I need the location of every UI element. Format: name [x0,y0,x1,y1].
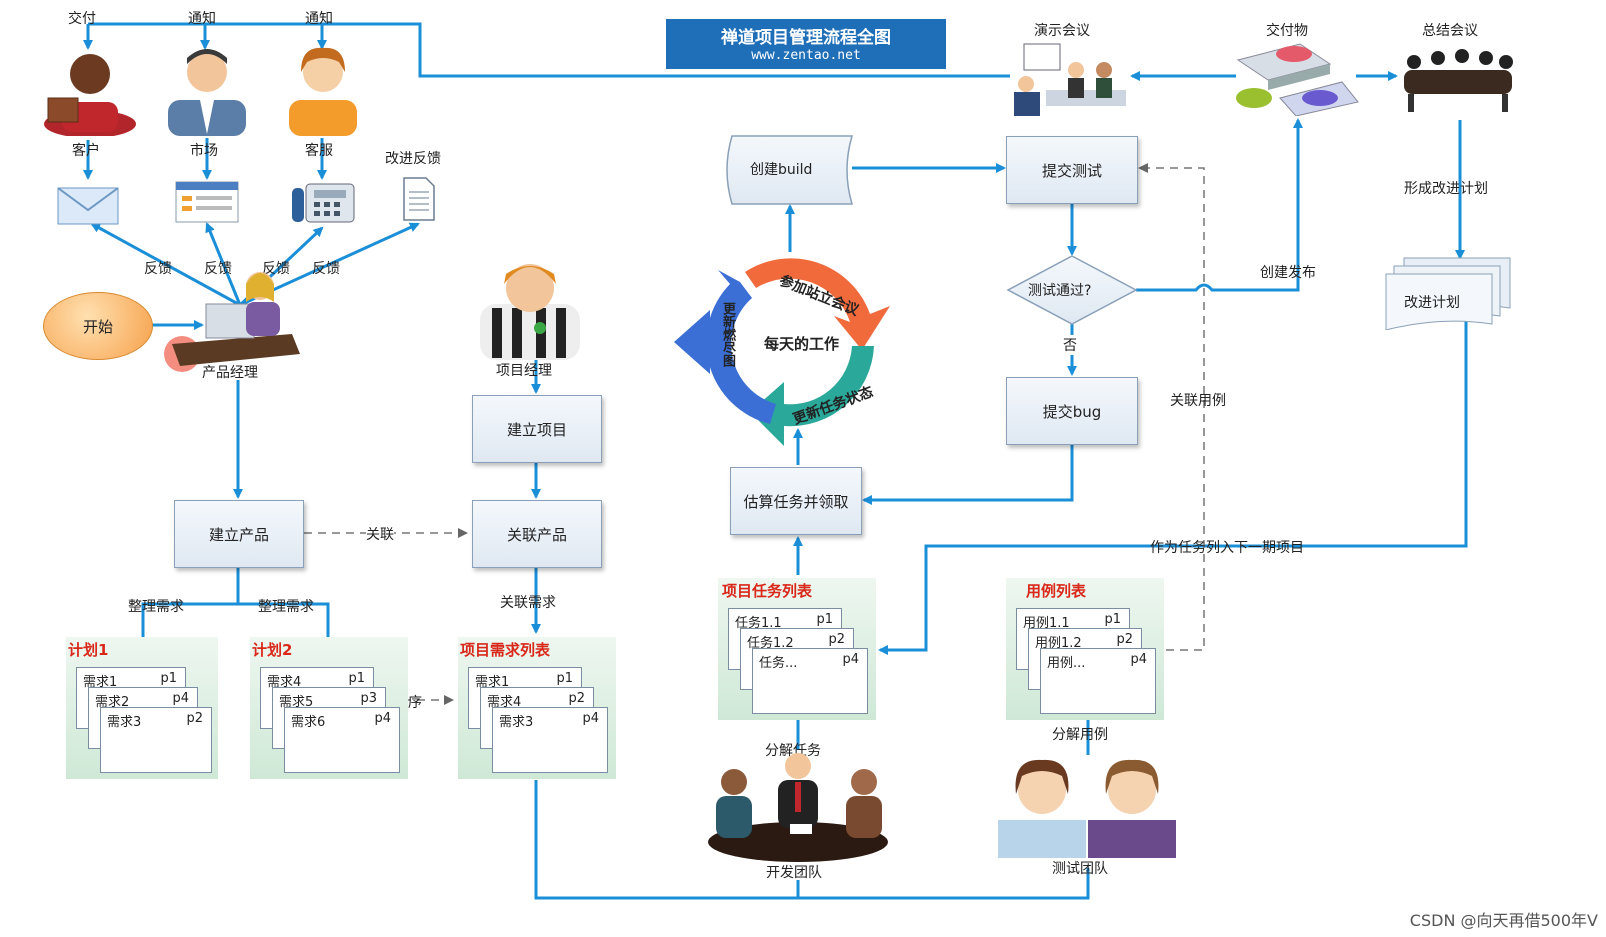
cycle-segment-teal [750,346,874,446]
connector-release [1136,118,1303,292]
create-product-box: 建立产品 [174,500,304,568]
label-test-team: 测试团队 [1052,861,1108,877]
label-feedback-1: 反馈 [144,261,172,277]
label-customer: 客户 [72,143,100,159]
label-link-req: 关联需求 [500,595,556,611]
document-icon [403,177,435,221]
label-feedback-4: 反馈 [312,261,340,277]
cycle-segment-blue [706,270,776,424]
product-manager-icon [164,272,300,372]
label-improve-feedback: 改进反馈 [385,151,441,167]
improve-plan-label: 改进计划 [1404,295,1460,311]
build-shape [726,135,854,205]
dev-team-icon [708,753,888,862]
label-demo-meeting: 演示会议 [1034,23,1090,39]
plan-title: 计划1 [68,641,109,659]
estimate-task-box: 估算任务并领取 [730,467,862,535]
label-feedback-3: 反馈 [262,261,290,277]
label-project-manager: 项目经理 [496,363,552,379]
label-notify-1: 通知 [188,11,216,27]
label-deliver: 交付 [68,11,96,27]
plan-title: 项目任务列表 [722,582,813,600]
label-link: 关联 [366,524,394,544]
mail-icon [57,187,119,225]
label-service: 客服 [305,143,333,159]
test-pass-label: 测试通过? [1028,283,1092,299]
label-no: 否 [1063,335,1077,355]
plan-title: 计划2 [252,641,293,659]
start-node: 开始 [43,292,153,360]
deliverables-icon [1236,43,1359,116]
daily-cycle [674,258,890,446]
link-product-box: 关联产品 [472,500,602,568]
submit-bug-box: 提交bug [1006,377,1138,445]
customer-icon [44,54,136,136]
connector-feedback-1 [90,222,241,307]
cycle-segment-red [745,258,890,350]
list-item: 任务...p4 [752,648,868,714]
label-product-manager: 产品经理 [202,365,258,381]
create-project-box: 建立项目 [472,395,602,463]
label-feedback-2: 反馈 [204,261,232,277]
label-link-case: 关联用例 [1170,393,1226,409]
label-dev-team: 开发团队 [766,865,822,881]
label-notify-2: 通知 [305,11,333,27]
title-banner: 禅道项目管理流程全图 www.zentao.net [666,19,946,69]
label-market: 市场 [190,143,218,159]
connector-dashed-case [1138,163,1205,651]
cycle-segment-label-burndown: 更新燃尽图 [720,302,735,367]
connector-bug-estimate [862,443,1074,505]
label-organize-2: 整理需求 [258,599,314,615]
phone-icon [292,183,355,223]
label-next-project: 作为任务列入下一期项目 [1150,540,1304,556]
connector-bottom-loop [534,780,1090,900]
project-manager-icon [480,264,580,360]
connector-feedback-2 [205,222,242,306]
cycle-blue-arrowhead [674,310,710,374]
label-summary-meeting: 总结会议 [1422,23,1478,39]
diagram-url: www.zentao.net [751,48,861,63]
label-form-plan: 形成改进计划 [1404,181,1488,197]
create-build-label: 创建build [750,162,813,178]
market-icon [168,49,246,136]
connector-top-bar [88,22,1010,78]
label-deliverables: 交付物 [1266,23,1308,39]
submit-test-box: 提交测试 [1006,136,1138,204]
list-item: 用例...p4 [1040,648,1156,714]
demo-meeting-icon [1014,43,1126,116]
summary-meeting-icon [1404,49,1513,112]
label-split-task: 分解任务 [765,743,821,759]
plan-title: 项目需求列表 [460,641,551,659]
connector-plan-next [878,320,1468,655]
label-create-release: 创建发布 [1260,265,1316,281]
improve-plan-doc [1385,257,1511,330]
label-organize-1: 整理需求 [128,599,184,615]
watermark: CSDN @向天再借500年V [1409,911,1598,930]
plan-title: 用例列表 [1026,582,1087,600]
decision-diamond [1006,255,1138,325]
label-split-case: 分解用例 [1052,727,1108,743]
diagram-title: 禅道项目管理流程全图 [721,28,891,48]
webpage-icon [175,181,239,223]
service-icon [289,47,357,136]
cycle-center-label: 每天的工作 [764,335,840,353]
test-team-icon [998,759,1176,858]
